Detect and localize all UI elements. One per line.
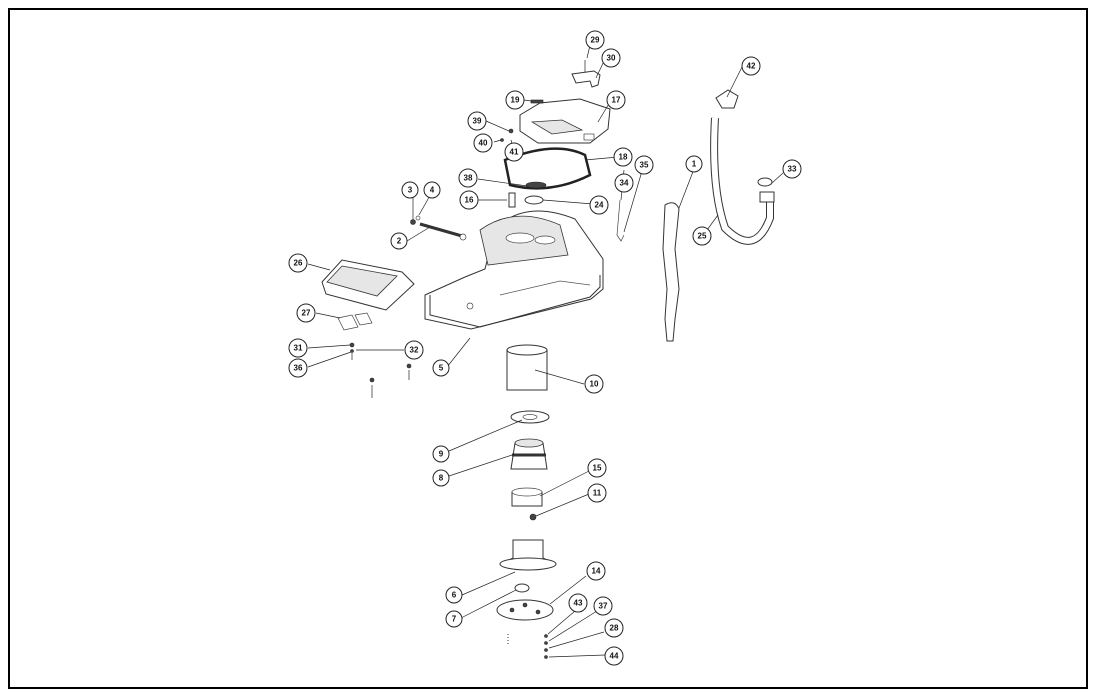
callout-label: 14 <box>592 567 601 576</box>
callout-label: 10 <box>590 380 599 389</box>
callout-label: 3 <box>408 186 413 195</box>
callout-label: 4 <box>430 186 435 195</box>
callout-label: 33 <box>788 165 797 174</box>
callout-6: 6 <box>445 586 463 604</box>
callout-7: 7 <box>445 610 463 628</box>
callout-label: 35 <box>640 161 649 170</box>
callout-label: 2 <box>397 237 402 246</box>
callout-label: 25 <box>698 232 707 241</box>
callout-2: 2 <box>390 232 408 250</box>
callout-3: 3 <box>401 181 419 199</box>
callouts: 1 2 3 4 5 6 7 8 9 10 11 14 15 16 17 18 1… <box>288 30 802 666</box>
callout-label: 36 <box>294 364 303 373</box>
callout-11: 11 <box>587 483 607 503</box>
callout-28: 28 <box>604 618 624 638</box>
leader-lines <box>307 40 784 658</box>
callout-label: 40 <box>479 139 488 148</box>
callout-label: 39 <box>473 117 482 126</box>
callout-label: 41 <box>510 148 519 157</box>
callout-label: 9 <box>439 450 444 459</box>
callout-label: 19 <box>511 96 520 105</box>
callout-34: 34 <box>614 173 634 193</box>
callout-18: 18 <box>613 147 633 167</box>
callout-5: 5 <box>432 359 450 377</box>
callout-label: 43 <box>574 599 583 608</box>
callout-label: 42 <box>747 62 756 71</box>
callout-14: 14 <box>586 561 606 581</box>
callout-label: 7 <box>452 615 457 624</box>
callout-15: 15 <box>587 458 607 478</box>
callout-27: 27 <box>296 303 316 323</box>
callout-label: 5 <box>439 364 444 373</box>
callout-35: 35 <box>634 155 654 175</box>
callout-37: 37 <box>593 596 613 616</box>
callout-label: 18 <box>619 153 628 162</box>
callout-24: 24 <box>589 195 609 215</box>
callout-38: 38 <box>458 168 478 188</box>
callout-43: 43 <box>568 593 588 613</box>
callout-44: 44 <box>604 646 624 666</box>
callout-label: 28 <box>610 624 619 633</box>
callout-label: 34 <box>620 179 629 188</box>
callout-label: 27 <box>302 309 311 318</box>
callout-9: 9 <box>432 445 450 463</box>
callout-39: 39 <box>467 111 487 131</box>
callout-42: 42 <box>741 56 761 76</box>
callout-label: 38 <box>464 174 473 183</box>
callout-25: 25 <box>692 226 712 246</box>
callout-label: 6 <box>452 591 457 600</box>
callout-label: 26 <box>294 259 303 268</box>
callout-label: 24 <box>595 201 604 210</box>
callout-label: 30 <box>607 54 616 63</box>
callout-10: 10 <box>584 374 604 394</box>
part-drawings <box>321 60 775 659</box>
callout-31: 31 <box>288 338 308 358</box>
callout-29: 29 <box>585 30 605 50</box>
callout-label: 37 <box>599 602 608 611</box>
callout-label: 11 <box>593 489 602 498</box>
callout-40: 40 <box>473 133 493 153</box>
callout-19: 19 <box>505 90 525 110</box>
callout-41: 41 <box>504 142 524 162</box>
callout-4: 4 <box>423 181 441 199</box>
callout-33: 33 <box>782 159 802 179</box>
callout-17: 17 <box>606 90 626 110</box>
callout-32: 32 <box>404 340 424 360</box>
callout-label: 32 <box>410 346 419 355</box>
callout-26: 26 <box>288 253 308 273</box>
callout-label: 31 <box>294 344 303 353</box>
callout-label: 16 <box>465 196 474 205</box>
callout-label: 1 <box>692 160 697 169</box>
callout-16: 16 <box>459 190 479 210</box>
callout-label: 15 <box>593 464 602 473</box>
drawing-frame <box>8 8 1088 689</box>
callout-8: 8 <box>432 469 450 487</box>
callout-label: 44 <box>610 652 619 661</box>
callout-1: 1 <box>685 155 703 173</box>
callout-label: 8 <box>439 474 444 483</box>
callout-label: 17 <box>612 96 621 105</box>
callout-30: 30 <box>601 48 621 68</box>
callout-36: 36 <box>288 358 308 378</box>
callout-label: 29 <box>591 36 600 45</box>
